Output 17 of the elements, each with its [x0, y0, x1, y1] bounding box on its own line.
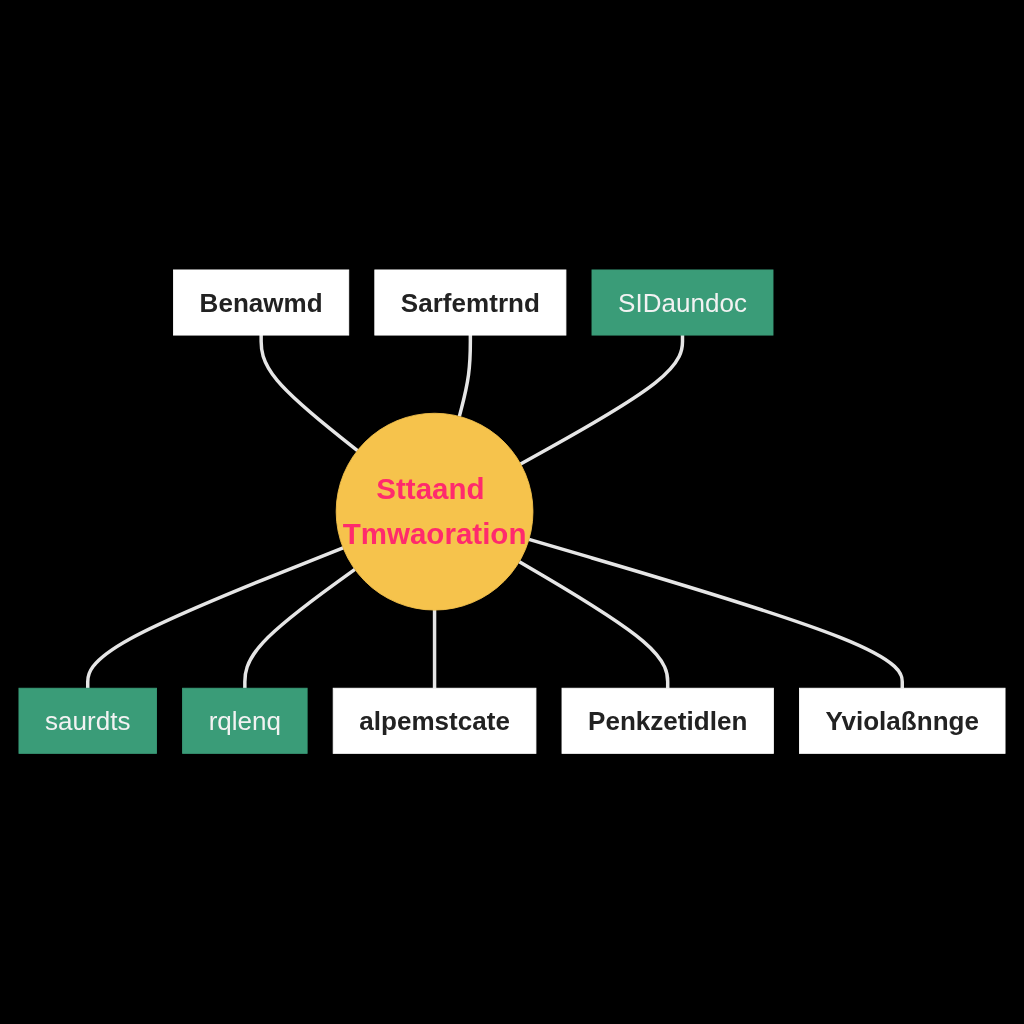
connector	[86, 546, 344, 689]
node-box: rqlenq	[182, 688, 308, 755]
node-box: alpemstcate	[332, 688, 537, 755]
connector	[243, 568, 356, 689]
node-circle: Sttaand Tmwaoration	[335, 413, 534, 611]
node-box: Yviolaßnnge	[799, 688, 1006, 755]
node-box: saurdts	[18, 688, 157, 755]
connector	[528, 538, 904, 689]
connector	[518, 560, 670, 689]
connector	[519, 335, 685, 466]
connector	[259, 335, 359, 453]
node-box: SIDaundoc	[591, 269, 774, 336]
connector	[432, 610, 437, 689]
connector	[457, 335, 473, 418]
node-box: Benawmd	[173, 269, 350, 336]
node-box: Sarfemtrnd	[374, 269, 567, 336]
node-box: Penkzetidlen	[561, 688, 774, 755]
